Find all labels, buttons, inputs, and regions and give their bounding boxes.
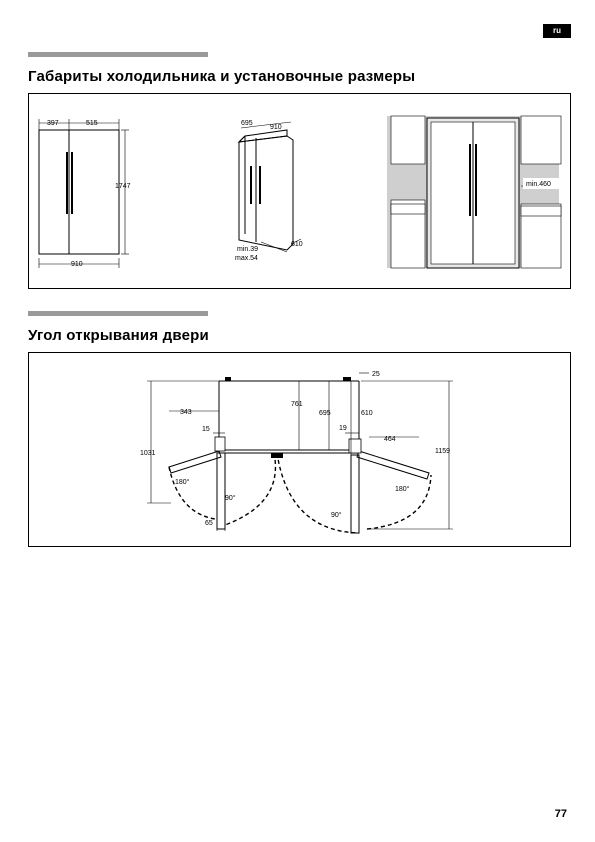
angle-right-90: 90° [331,511,342,519]
dimensions-figure: 397 515 1747 910 695 910 [28,93,571,289]
dim-343: 343 [180,409,192,416]
front-view: 397 515 1747 910 [38,119,131,268]
section-title-door-angle: Угол открывания двери [28,327,209,344]
section-rule [28,52,208,57]
side-base-depth: 610 [291,241,303,248]
angle-right-180: 180° [395,485,410,493]
language-badge: ru [543,24,571,38]
dim-1159: 1159 [435,448,450,455]
front-width-total: 910 [71,261,83,268]
dimensions-drawing: 397 515 1747 910 695 910 [38,115,562,269]
page-number: 77 [554,808,567,820]
front-width-left: 397 [47,120,59,127]
dim-464: 464 [384,436,396,443]
side-gap-max: max.54 [235,255,258,262]
section-title-dimensions: Габариты холодильника и установочные раз… [28,68,416,85]
dim-65: 65 [205,520,213,527]
niche-min-width: min.460 [526,181,551,188]
section-rule [28,311,208,316]
dim-1031: 1031 [140,450,156,457]
front-width-right: 515 [86,120,98,127]
door-angle-figure: 343 25 761 695 610 15 19 464 1031 1159 1… [28,352,571,547]
dim-761: 761 [291,401,303,408]
dim-25: 25 [372,371,380,378]
front-height: 1747 [115,183,131,190]
side-width: 910 [270,124,282,131]
door-angle-drawing: 343 25 761 695 610 15 19 464 1031 1159 1… [140,371,453,534]
dim-610: 610 [361,410,373,417]
side-view: 695 910 min.39 max.54 610 [235,120,303,262]
dim-695: 695 [319,410,331,417]
angle-left-180: 180° [175,478,190,486]
dim-19: 19 [339,425,347,432]
angle-left-90: 90° [225,494,236,502]
niche-view: min.460 [387,115,562,269]
dim-15: 15 [202,426,210,433]
side-depth: 695 [241,120,253,127]
side-gap-min: min.39 [237,246,258,253]
